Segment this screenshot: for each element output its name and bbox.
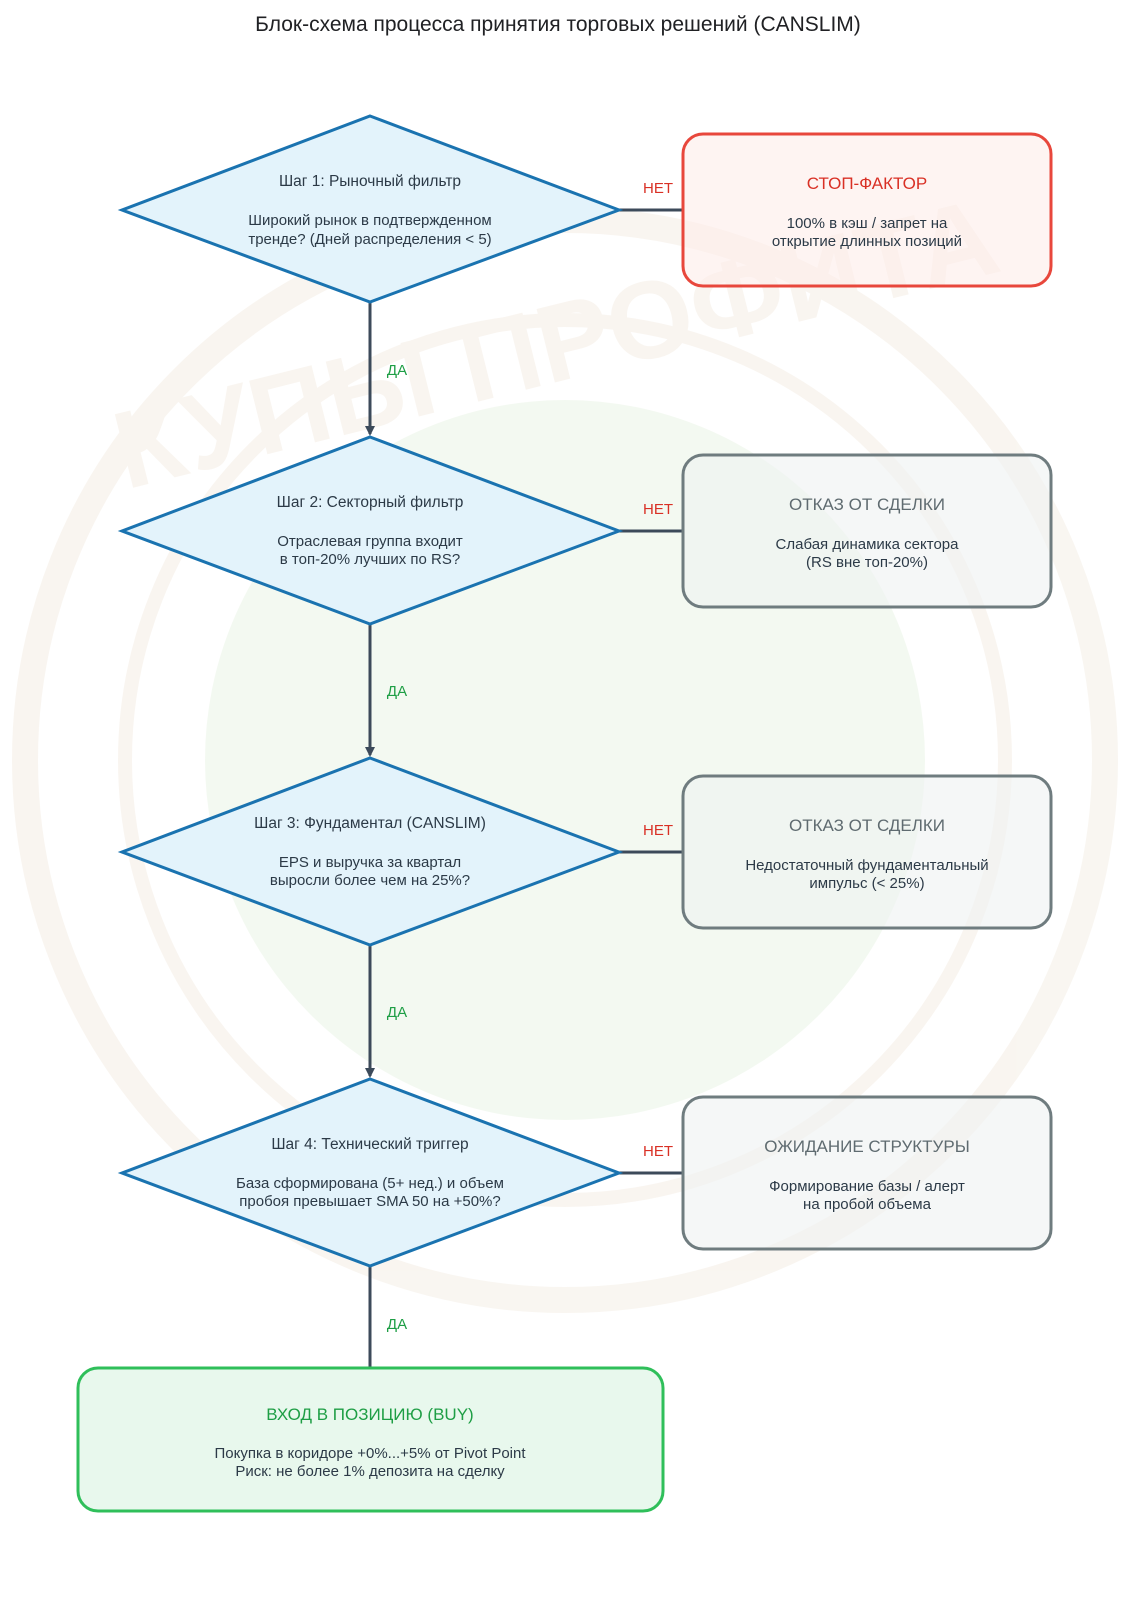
outcome-box [681, 453, 1053, 609]
outcome-stop-factor: СТОП-ФАКТОР 100% в кэш / запрет на откры… [681, 132, 1053, 288]
outcome-reject-sector: ОТКАЗ ОТ СДЕЛКИ Слабая динамика сектора … [681, 453, 1053, 609]
decision-diamond [117, 1077, 624, 1268]
outcome-line: импульс (< 25%) [809, 875, 924, 892]
buy-line: Покупка в коридоре +0%...+5% от Pivot Po… [214, 1445, 526, 1462]
decision-title: Шаг 4: Технический триггер [271, 1136, 468, 1153]
outcome-line: Недостаточный фундаментальный [745, 857, 988, 874]
no-label-2: НЕТ [643, 501, 673, 518]
outcome-wait-structure: ОЖИДАНИЕ СТРУКТУРЫ Формирование базы / а… [681, 1095, 1053, 1251]
decision-line: пробоя превышает SMA 50 на +50%? [239, 1193, 500, 1210]
buy-title: ВХОД В ПОЗИЦИЮ (BUY) [266, 1405, 473, 1424]
decision-step-3: Шаг 3: Фундаментал (CANSLIM) EPS и выруч… [117, 756, 624, 947]
decision-line: в топ-20% лучших по RS? [280, 551, 460, 568]
decision-step-2: Шаг 2: Секторный фильтр Отраслевая групп… [117, 435, 624, 626]
no-label-4: НЕТ [643, 1143, 673, 1160]
no-label-3: НЕТ [643, 822, 673, 839]
yes-label-4: ДА [387, 1316, 407, 1333]
decision-line: выросли более чем на 25%? [270, 872, 470, 889]
decision-line: Отраслевая группа входит [277, 533, 463, 550]
outcome-title: ОТКАЗ ОТ СДЕЛКИ [789, 816, 945, 835]
no-label-1: НЕТ [643, 180, 673, 197]
buy-box [76, 1366, 665, 1513]
decision-title: Шаг 1: Рыночный фильтр [279, 173, 461, 190]
decision-diamond [117, 435, 624, 626]
decision-diamond [117, 114, 624, 304]
outcome-line: Формирование базы / алерт [769, 1178, 965, 1195]
watermark-inner-ring [118, 313, 1012, 1207]
outcome-buy: ВХОД В ПОЗИЦИЮ (BUY) Покупка в коридоре … [76, 1366, 665, 1513]
outcome-line: на пробой объема [803, 1196, 932, 1213]
outcome-title: СТОП-ФАКТОР [807, 174, 927, 193]
outcome-line: открытие длинных позиций [772, 233, 962, 250]
decision-line: Широкий рынок в подтвержденном [248, 212, 492, 229]
outcome-line: (RS вне топ-20%) [806, 554, 928, 571]
decision-title: Шаг 2: Секторный фильтр [277, 494, 464, 511]
decision-title: Шаг 3: Фундаментал (CANSLIM) [254, 815, 486, 832]
outcome-line: Слабая динамика сектора [776, 536, 960, 553]
decision-step-1: Шаг 1: Рыночный фильтр Широкий рынок в п… [117, 114, 624, 304]
page-title: Блок-схема процесса принятия торговых ре… [255, 13, 861, 36]
outcome-box [681, 774, 1053, 930]
decision-line: База сформирована (5+ нед.) и объем [236, 1175, 504, 1192]
outcome-box [681, 1095, 1053, 1251]
yes-label-3: ДА [387, 1004, 407, 1021]
decision-line: EPS и выручка за квартал [279, 854, 461, 871]
yes-label-2: ДА [387, 683, 407, 700]
buy-line: Риск: не более 1% депозита на сделку [235, 1463, 505, 1480]
outcome-title: ОЖИДАНИЕ СТРУКТУРЫ [764, 1137, 970, 1156]
decision-line: тренде? (Дней распределения < 5) [248, 231, 491, 248]
outcome-line: 100% в кэш / запрет на [787, 215, 948, 232]
outcome-reject-fundamental: ОТКАЗ ОТ СДЕЛКИ Недостаточный фундамента… [681, 774, 1053, 930]
outcome-box [681, 132, 1053, 288]
yes-label-1: ДА [387, 362, 407, 379]
decision-diamond [117, 756, 624, 947]
outcome-title: ОТКАЗ ОТ СДЕЛКИ [789, 495, 945, 514]
decision-step-4: Шаг 4: Технический триггер База сформиро… [117, 1077, 624, 1268]
